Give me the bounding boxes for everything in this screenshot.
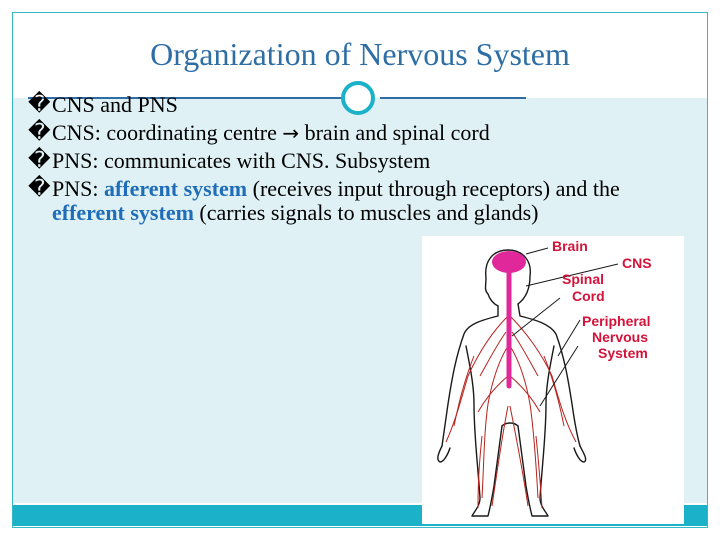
peripheral-label: Peripheral [582,313,650,329]
bullet-text: (carries signals to muscles and glands) [193,200,539,225]
bullet-item: �PNS: afferent system (receives input th… [28,177,688,225]
bullet-text: CNS: coordinating centre [52,120,283,145]
label-pointer-lines [511,247,619,407]
bullet-text: brain and spinal cord [299,120,490,145]
efferent-system-term: efferent system [52,200,194,225]
bullet-item: �CNS and PNS [28,93,688,117]
peripheral-nerves [445,315,577,509]
bullet-text: CNS and PNS [52,92,178,117]
bullet-item: �CNS: coordinating centre → brain and sp… [28,120,688,146]
body-outline [437,249,587,517]
brain-label: Brain [552,238,588,254]
bullet-glyph-icon: � [28,92,51,117]
cns-label: CNS [622,255,652,271]
slide-frame [12,12,708,528]
right-arrow-icon: → [282,121,300,145]
nervous-system-illustration: Brain CNS Spinal Cord Peripheral Nervous… [422,236,684,524]
system-label: System [598,345,648,361]
human-body-diagram: Brain CNS Spinal Cord Peripheral Nervous… [437,238,652,517]
bullet-glyph-icon: � [28,148,51,173]
ring-decoration-icon [341,81,375,115]
bullet-list: �CNS and PNS �CNS: coordinating centre →… [28,93,688,229]
slide-title: Organization of Nervous System [150,36,570,72]
afferent-system-term: afferent system [103,176,248,201]
bullet-text: PNS: communicates with CNS. Subsystem [52,148,431,173]
bullet-text: (receives input through receptors) and t… [247,176,620,201]
spinal-label: Spinal [562,271,604,287]
central-nervous-system [492,251,526,389]
bullet-glyph-icon: � [28,176,51,201]
nervous-label: Nervous [592,329,648,345]
cord-label: Cord [572,288,605,304]
bullet-text: PNS: [52,176,104,201]
title-rule-right [380,97,526,99]
bullet-item: �PNS: communicates with CNS. Subsystem [28,149,688,173]
brain-shape [492,251,526,273]
bullet-glyph-icon: � [28,120,51,145]
title-rule-left [28,97,342,99]
